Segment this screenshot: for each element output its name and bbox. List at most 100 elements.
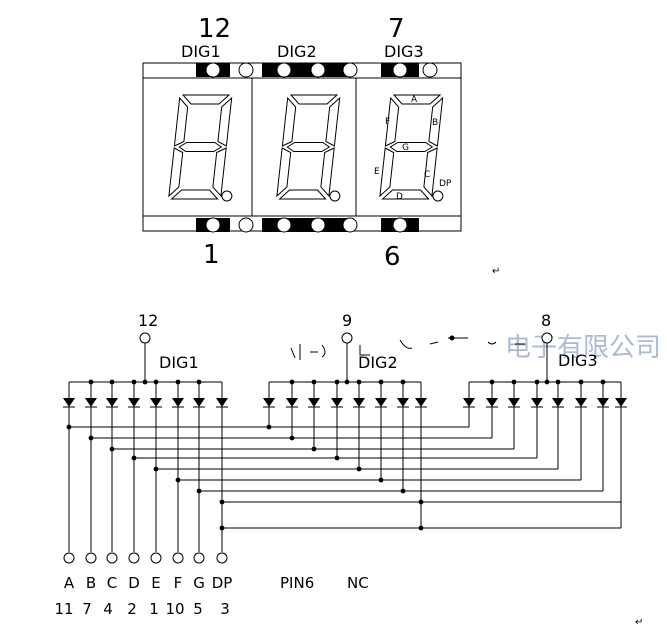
dig2-led-0 bbox=[263, 398, 275, 407]
common-pin-12: 12 bbox=[138, 311, 158, 330]
dig3-led-4 bbox=[552, 398, 564, 407]
junction-dot bbox=[344, 379, 350, 385]
segment-pin-2 bbox=[106, 552, 118, 564]
watermark-text: 电子有限公司 bbox=[505, 333, 661, 363]
seg-label-b: B bbox=[432, 118, 438, 128]
digit1-segment-c bbox=[212, 147, 227, 198]
pin-6-label: 6 bbox=[384, 242, 401, 272]
junction-dot bbox=[334, 455, 340, 461]
segment-letter-labels: A B C D E F G DP bbox=[374, 95, 452, 202]
seg-name-b: B bbox=[86, 574, 96, 592]
common-pin-8: 8 bbox=[541, 311, 551, 330]
common-pin-9: 9 bbox=[342, 311, 352, 330]
top-dig1-label: DIG1 bbox=[181, 42, 221, 61]
junction-dot bbox=[378, 477, 384, 483]
dig2-led-3 bbox=[331, 398, 343, 407]
digit2-segment-c bbox=[320, 147, 335, 198]
schem-dig1-label: DIG1 bbox=[159, 353, 199, 372]
bottom-pin-strip bbox=[196, 217, 419, 233]
digit1-segment-e bbox=[168, 147, 184, 198]
digit2-segment-g bbox=[286, 142, 331, 152]
segment-pin-table: A B C D E F G DP 11 7 4 2 1 10 5 3 PIN6 … bbox=[54, 574, 368, 618]
dig2-led-4 bbox=[353, 398, 365, 407]
digit3-decimal-point bbox=[432, 190, 444, 202]
digit1-segment-g bbox=[178, 142, 223, 152]
seg-name-d: D bbox=[128, 574, 140, 592]
dig2-led-6 bbox=[397, 398, 409, 407]
dig3-led-2 bbox=[508, 398, 520, 407]
seg-pin-c: 4 bbox=[103, 600, 113, 618]
schematic bbox=[63, 332, 627, 564]
dig1-led-1 bbox=[85, 398, 97, 407]
dig3-led-5 bbox=[575, 398, 587, 407]
junction-dot bbox=[544, 379, 550, 385]
pin-7-label: 7 bbox=[388, 14, 405, 44]
digit2-segment-a bbox=[289, 94, 339, 105]
digit1-segment-d bbox=[170, 189, 219, 200]
watermark-scribble bbox=[290, 335, 525, 360]
seg-label-f: F bbox=[385, 117, 390, 127]
seg-name-a: A bbox=[64, 574, 75, 592]
junction-dot bbox=[418, 525, 424, 531]
dig3-led-1 bbox=[486, 398, 498, 407]
junction-dot bbox=[142, 379, 148, 385]
dig1-led-7 bbox=[216, 398, 228, 407]
junction-dot bbox=[266, 424, 272, 430]
seg-pin-b: 7 bbox=[82, 600, 92, 618]
digit2-segment-d bbox=[278, 189, 327, 200]
junction-dot bbox=[356, 466, 362, 472]
junction-dot bbox=[289, 435, 295, 441]
digit3-segment-b bbox=[428, 96, 444, 147]
digit3-segment-a bbox=[392, 94, 442, 105]
segment-pin-0 bbox=[63, 552, 75, 564]
seg-label-a: A bbox=[411, 95, 418, 105]
pin6-note: PIN6 bbox=[280, 574, 314, 592]
digit2-segment-b bbox=[325, 96, 341, 147]
seg-label-dp: DP bbox=[439, 179, 452, 189]
dig1-led-0 bbox=[63, 398, 75, 407]
segment-pin-6 bbox=[193, 552, 205, 564]
junction-dot bbox=[400, 488, 406, 494]
digit3-segment-e bbox=[379, 147, 395, 198]
digit1-segment-a bbox=[181, 94, 231, 105]
seg-pin-e: 1 bbox=[149, 600, 159, 618]
junction-dot bbox=[219, 525, 225, 531]
seg-pin-g: 5 bbox=[193, 600, 203, 618]
dig1-led-3 bbox=[128, 398, 140, 407]
segment-pin-4 bbox=[150, 552, 162, 564]
pin-1-label: 1 bbox=[203, 240, 220, 270]
top-pin-strip bbox=[196, 62, 438, 78]
segment-pin-3 bbox=[128, 552, 140, 564]
pin-12-label: 12 bbox=[198, 14, 231, 44]
dig1-led-2 bbox=[106, 398, 118, 407]
dig2-common-pin bbox=[341, 332, 353, 344]
seg-pin-a: 11 bbox=[54, 600, 73, 618]
schem-dig2-label: DIG2 bbox=[358, 353, 398, 372]
dig3-led-7 bbox=[615, 398, 627, 407]
seg-name-e: E bbox=[151, 574, 160, 592]
digit2-segment-e bbox=[276, 147, 292, 198]
digit1-decimal-point bbox=[221, 190, 233, 202]
digit2-decimal-point bbox=[329, 190, 341, 202]
dig2-led-7 bbox=[415, 398, 427, 407]
seg-name-c: C bbox=[107, 574, 117, 592]
dig3-led-6 bbox=[597, 398, 609, 407]
dig1-led-6 bbox=[193, 398, 205, 407]
segment-pin-5 bbox=[172, 552, 184, 564]
schem-dig3-label: DIG3 bbox=[558, 351, 598, 370]
dig1-common-pin bbox=[139, 332, 151, 344]
seg-pin-f: 10 bbox=[165, 600, 184, 618]
seg-name-g: G bbox=[193, 574, 205, 592]
dig1-led-4 bbox=[150, 398, 162, 407]
top-dig3-label: DIG3 bbox=[384, 42, 424, 61]
top-dig2-label: DIG2 bbox=[277, 42, 317, 61]
digit-segments bbox=[168, 94, 444, 202]
dig3-common-pin bbox=[541, 332, 553, 344]
digit3-segment-c bbox=[423, 147, 438, 198]
dig2-led-1 bbox=[286, 398, 298, 407]
seg-label-e: E bbox=[374, 167, 380, 177]
seg-name-f: F bbox=[174, 574, 183, 592]
digit1-segment-b bbox=[217, 96, 233, 147]
dig1-led-5 bbox=[172, 398, 184, 407]
